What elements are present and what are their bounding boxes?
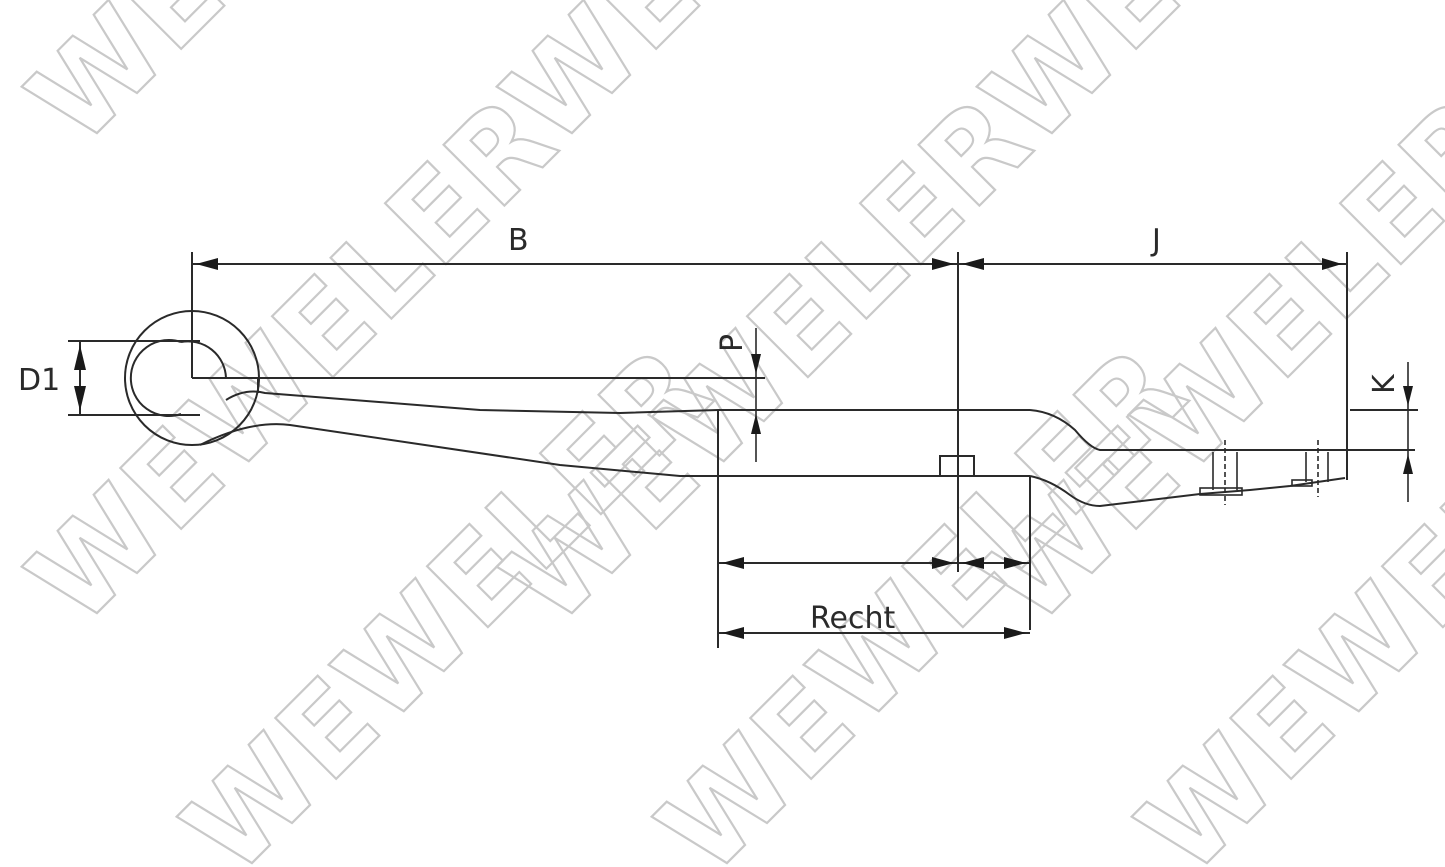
dimension-p: P	[715, 328, 761, 462]
dimension-label-d1: D1	[18, 363, 60, 398]
dimension-j: J	[958, 223, 1348, 480]
dimension-d1: D1	[18, 340, 200, 416]
dimension-label-recht: Recht	[810, 601, 895, 636]
dimension-label-p: P	[715, 334, 750, 352]
dimension-label-b: B	[508, 223, 529, 258]
dimension-k: K	[1350, 362, 1418, 502]
dimension-b: B	[191, 223, 958, 379]
spring-leaf	[199, 390, 1415, 648]
dimension-label-k: K	[1367, 373, 1402, 394]
dimension-recht: Recht	[718, 557, 1030, 639]
dimension-label-j: J	[1150, 223, 1161, 258]
